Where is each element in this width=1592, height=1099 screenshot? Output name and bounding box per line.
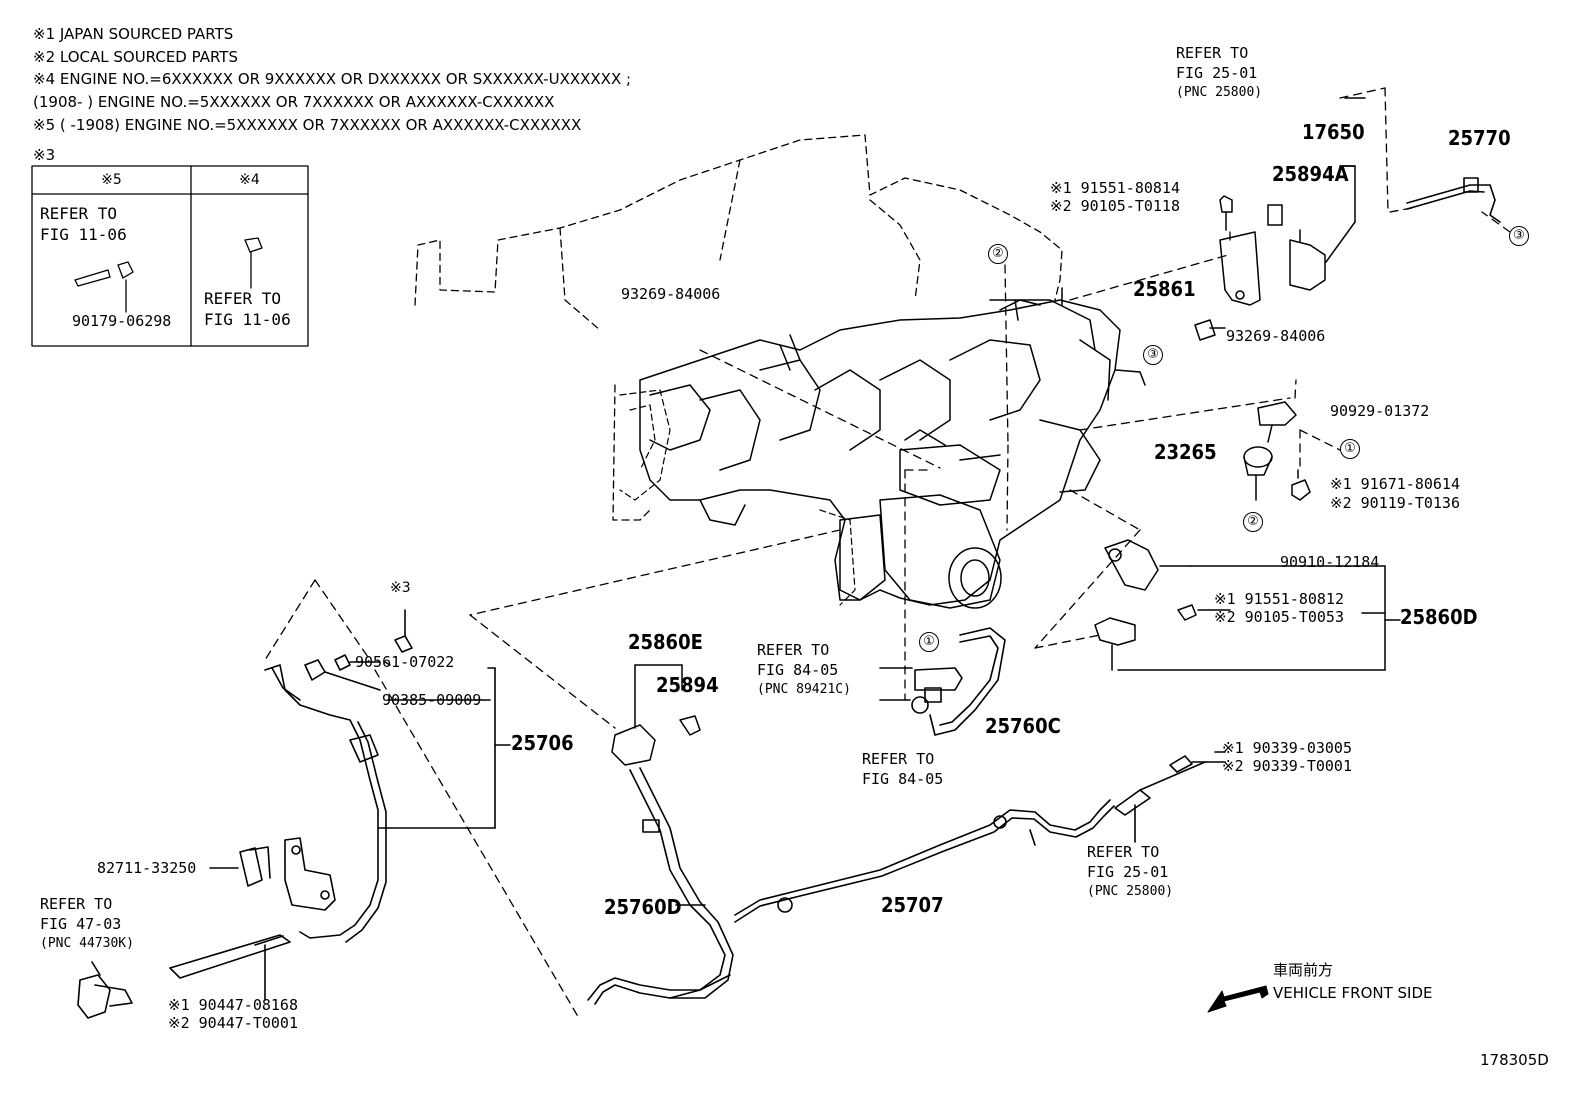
table-col-5: ※5 [101, 172, 122, 188]
pipe-25707 [734, 751, 1226, 923]
vehicle-front-en: VEHICLE FRONT SIDE [1273, 984, 1433, 1002]
note-4: ※4 ENGINE NO.=6XXXXXX OR 9XXXXXX OR DXXX… [33, 70, 632, 88]
part-82711-33250: 82711-33250 [97, 859, 197, 877]
dashed-leaders [264, 87, 1511, 1021]
part-25760D: 25760D [604, 895, 682, 919]
part-90385-09009: 90385-09009 [382, 691, 482, 709]
part-23265: 23265 [1154, 440, 1217, 464]
part-93269-84006-a: 93269-84006 [621, 285, 721, 303]
hose-25770 [1406, 177, 1501, 223]
part-90910-12184: 90910-12184 [1280, 553, 1380, 571]
note-2: ※2 LOCAL SOURCED PARTS [33, 48, 238, 66]
valve-23265 [1243, 401, 1311, 501]
part-90105-T0053: ※2 90105-T0053 [1214, 608, 1344, 626]
part-25707: 25707 [881, 893, 944, 917]
vsv-bracket-assembly [1194, 97, 1366, 341]
part-25706: 25706 [511, 731, 574, 755]
part-25760C: 25760C [985, 714, 1061, 738]
part-91551-80814: ※1 91551-80814 [1050, 179, 1180, 197]
hose-25760C [879, 627, 1006, 736]
part-17650: 17650 [1302, 120, 1365, 144]
vehicle-front-arrow [1207, 985, 1269, 1013]
part-90339-03005: ※1 90339-03005 [1222, 739, 1352, 757]
circle-ref-2-valve: ② [1243, 512, 1263, 532]
circle-ref-2-top: ② [988, 244, 1008, 264]
part-90561-07022: 90561-07022 [355, 653, 455, 671]
part-90119-T0136: ※2 90119-T0136 [1330, 494, 1460, 512]
vsv-25860E [611, 664, 701, 766]
legend-table [31, 165, 309, 347]
note-5: ※5 ( -1908) ENGINE NO.=5XXXXXX OR 7XXXXX… [33, 116, 582, 134]
part-25894: 25894 [656, 673, 719, 697]
sensor-25860D [1094, 539, 1401, 671]
hose-25760D [587, 767, 734, 1005]
vehicle-front-jp: 車両前方 [1273, 961, 1334, 979]
part-90339-T0001: ※2 90339-T0001 [1222, 757, 1352, 775]
part-note-3: ※3 [390, 580, 411, 596]
engine-body [639, 287, 1146, 609]
table-col-4: ※4 [239, 172, 260, 188]
pipe-25706 [77, 609, 511, 1019]
part-90447-T0001: ※2 90447-T0001 [168, 1014, 298, 1032]
table-c1-part: 90179-06298 [72, 312, 172, 330]
circle-ref-1-sensor: ① [919, 632, 939, 652]
circle-ref-3-hose: ③ [1509, 226, 1529, 246]
part-90105-T0118: ※2 90105-T0118 [1050, 197, 1180, 215]
part-90447-08168: ※1 90447-08168 [168, 996, 298, 1014]
part-91671-80614: ※1 91671-80614 [1330, 475, 1460, 493]
note-4-cont: (1908- ) ENGINE NO.=5XXXXXX OR 7XXXXXX O… [33, 93, 555, 111]
engine-phantom-outline [414, 134, 1063, 521]
engine-left-phantom [619, 389, 856, 606]
part-25894A: 25894A [1272, 162, 1349, 186]
figure-id: 178305D [1480, 1051, 1549, 1069]
part-25861: 25861 [1133, 277, 1196, 301]
part-93269-84006-b: 93269-84006 [1226, 327, 1326, 345]
circle-ref-3-engine: ③ [1143, 345, 1163, 365]
table-label: ※3 [33, 146, 56, 164]
part-90929-01372: 90929-01372 [1330, 402, 1430, 420]
part-25860D: 25860D [1400, 605, 1478, 629]
circle-ref-1-valve: ① [1340, 439, 1360, 459]
part-91551-80812: ※1 91551-80812 [1214, 590, 1344, 608]
part-25860E: 25860E [628, 630, 703, 654]
part-25770: 25770 [1448, 126, 1511, 150]
note-1: ※1 JAPAN SOURCED PARTS [33, 25, 234, 43]
